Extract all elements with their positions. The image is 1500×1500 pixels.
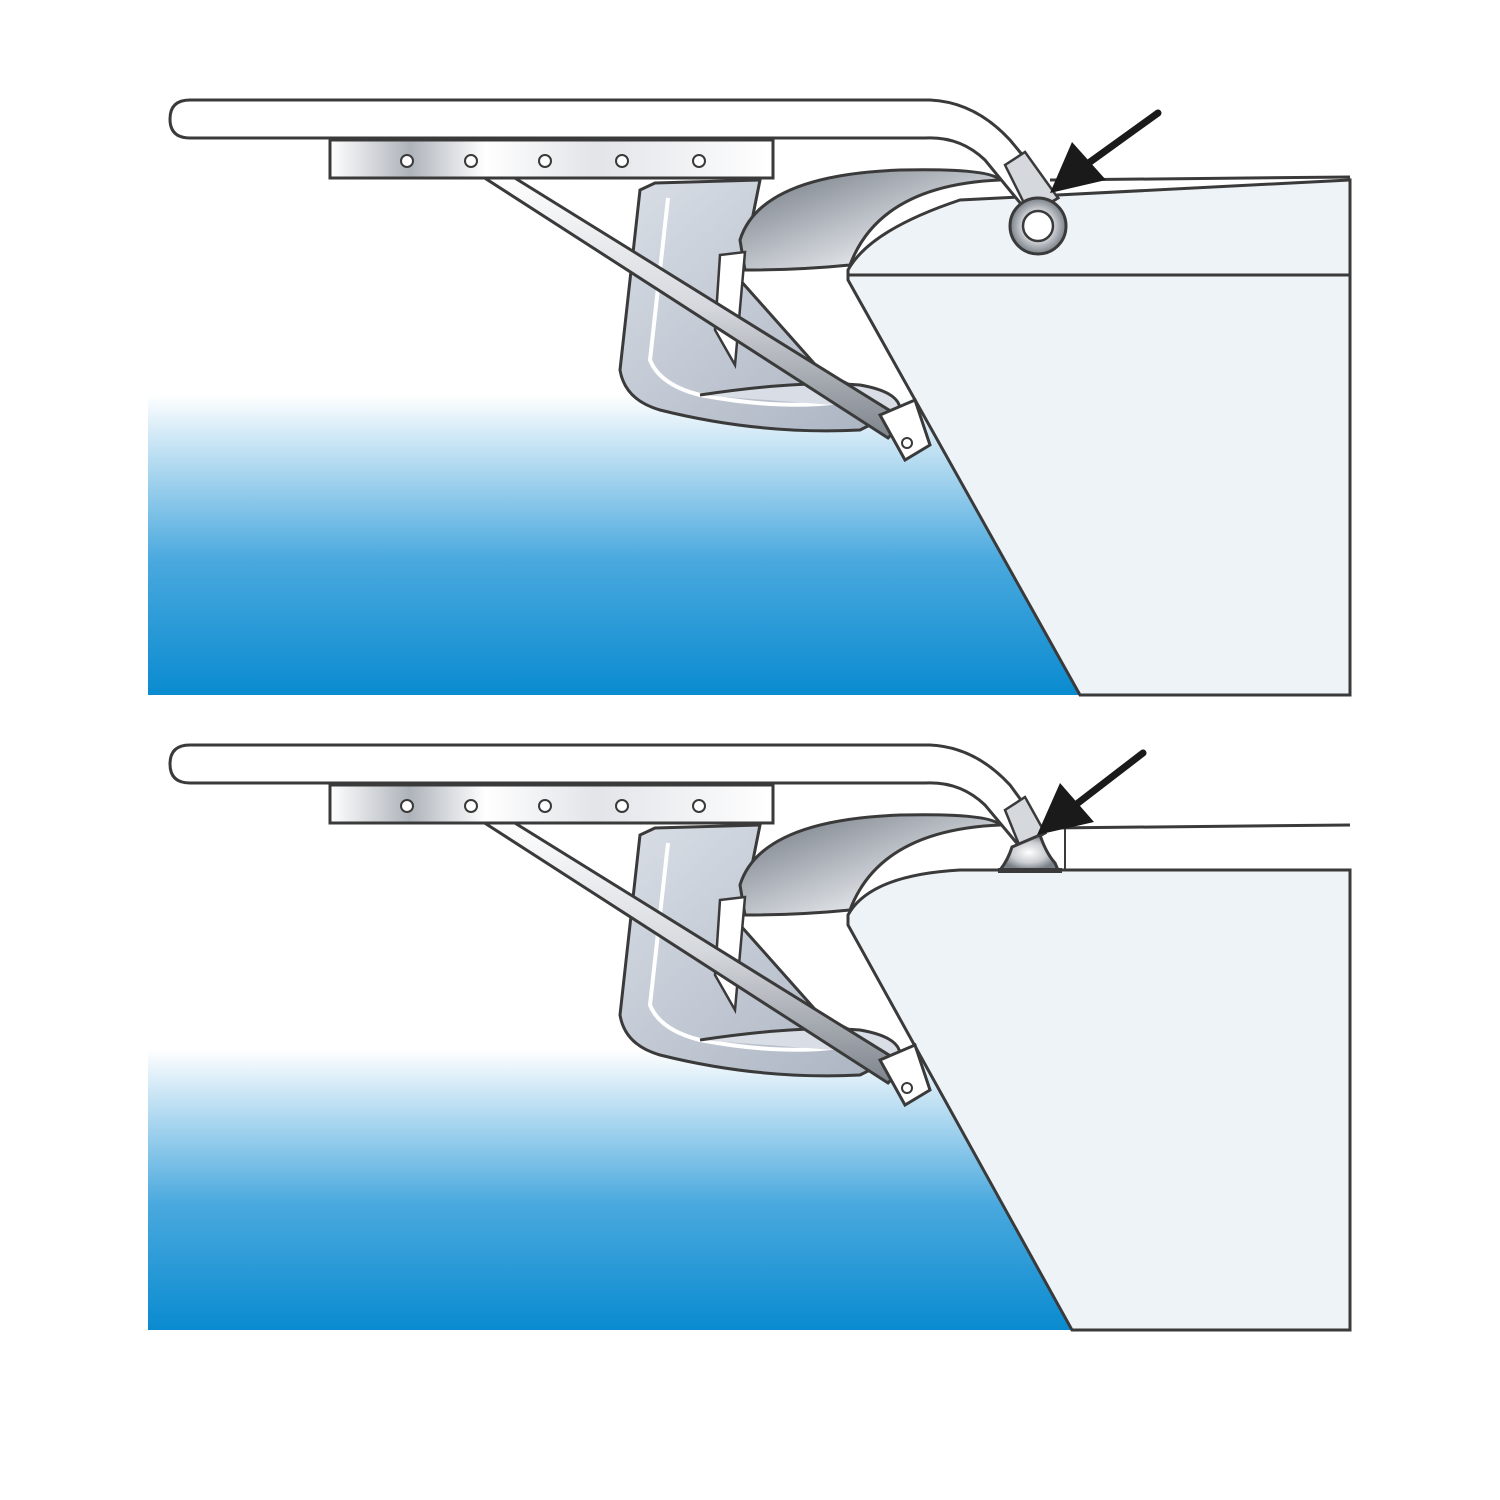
rail-tube (168, 98, 1061, 217)
plate-hole (538, 799, 552, 813)
plate-hole (692, 799, 706, 813)
plate-hole (692, 154, 706, 168)
mounting-plate (328, 138, 775, 180)
hull (846, 868, 1352, 1332)
plate-hole (464, 799, 478, 813)
bow-roller-bracket (618, 178, 904, 433)
illustration-top (148, 98, 1352, 697)
rail-tube (168, 743, 1048, 849)
plate-hole (464, 154, 478, 168)
hull (846, 178, 1352, 697)
mounting-plate (328, 783, 775, 825)
bow-roller-bracket (618, 823, 904, 1078)
panel-side-mount (0, 80, 1500, 730)
plate-hole (615, 799, 629, 813)
arrow-icon (1037, 749, 1147, 835)
deck-fitting (996, 832, 1062, 873)
deck-top-line (1049, 823, 1351, 830)
plate-hole (615, 154, 629, 168)
arrow-icon (1050, 109, 1162, 193)
plate-hole (400, 154, 414, 168)
deck-fitting (1008, 196, 1068, 256)
support-strut (474, 173, 932, 463)
illustration-bottom (148, 743, 1352, 1332)
plate-hole (538, 154, 552, 168)
plate-hole (400, 799, 414, 813)
panel-top-mount (0, 725, 1500, 1375)
